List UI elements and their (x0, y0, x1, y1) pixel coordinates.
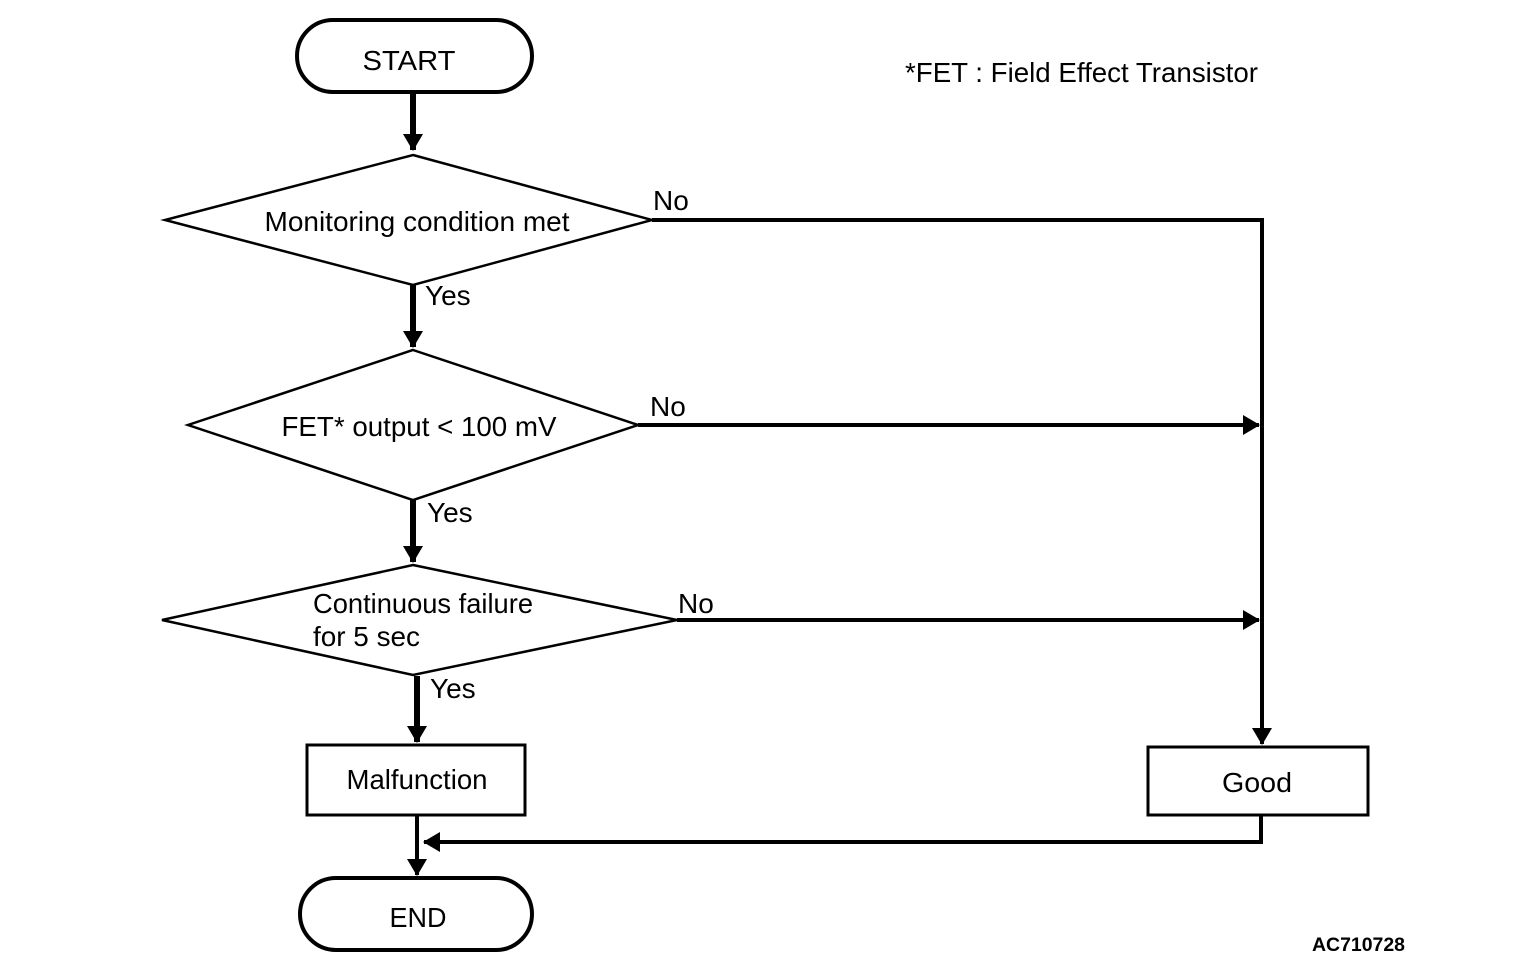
decision3-label-line2: for 5 sec (313, 621, 420, 652)
decision2-no-label: No (650, 391, 686, 422)
node-decision2: FET* output < 100 mV (184, 348, 642, 502)
end-shape (298, 876, 534, 952)
malfunction-label: Malfunction (347, 764, 488, 795)
decision1-no-label: No (653, 185, 689, 216)
node-decision1: Monitoring condition met (160, 153, 657, 287)
decision2-yes-label: Yes (427, 497, 473, 528)
start-shape (295, 18, 534, 94)
decision2-shape (184, 348, 642, 502)
node-end: END (298, 876, 534, 952)
decision1-shape (160, 153, 657, 287)
fet-footnote: *FET : Field Effect Transistor (905, 57, 1258, 88)
malfunction-shape (305, 743, 527, 817)
node-malfunction: Malfunction (305, 743, 527, 817)
decision2-label: FET* output < 100 mV (282, 411, 557, 442)
start-label: START (363, 45, 456, 76)
decision1-yes-label: Yes (425, 280, 471, 311)
good-label: Good (1222, 767, 1292, 798)
end-label: END (390, 902, 447, 933)
decision3-label-line1: Continuous failure (313, 588, 533, 619)
decision3-no-label: No (678, 588, 714, 619)
good-shape (1146, 745, 1370, 817)
decision1-label: Monitoring condition met (265, 206, 570, 237)
node-good: Good (1146, 745, 1370, 817)
edge-decision1-no-to-good (652, 218, 1272, 745)
node-start: START (295, 18, 534, 94)
decision3-shape (161, 563, 678, 677)
node-decision3: Continuous failure for 5 sec (161, 563, 678, 677)
figure-code: AC710728 (1312, 935, 1405, 956)
edge-good-to-end-junction (423, 815, 1263, 852)
decision3-yes-label: Yes (430, 673, 476, 704)
